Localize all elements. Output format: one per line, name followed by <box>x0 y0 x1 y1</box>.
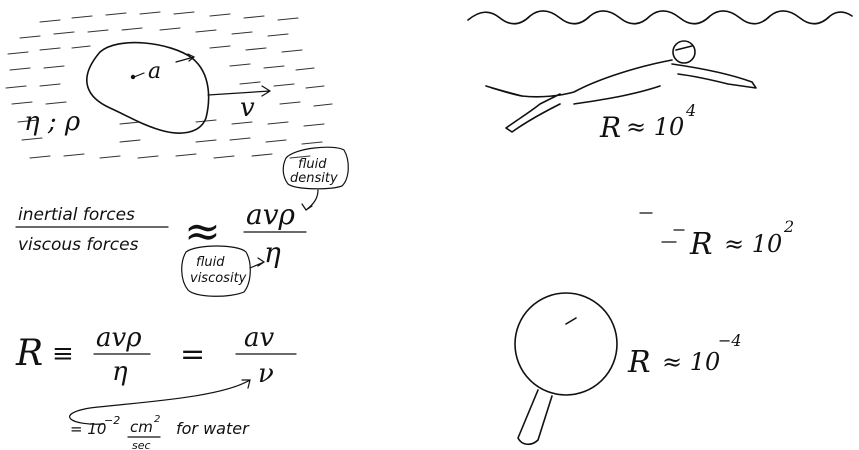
approx-symbol: ≈ <box>184 206 221 257</box>
svg-text:−4: −4 <box>718 331 742 350</box>
svg-text:R: R <box>689 227 713 262</box>
viscosity-note-box <box>181 245 251 297</box>
svg-text:−2: −2 <box>104 414 120 427</box>
eq-numerator-2: av <box>244 323 275 353</box>
svg-text:sec: sec <box>132 439 151 450</box>
svg-text:≈ 10: ≈ 10 <box>724 230 782 258</box>
svg-text:2: 2 <box>783 217 794 236</box>
magnifying-glass-icon <box>514 292 618 446</box>
immersed-body <box>86 41 210 134</box>
water-surface <box>467 10 853 25</box>
equiv-symbol: ≡ <box>52 339 74 369</box>
fish-reynolds: R ≈ 10 2 <box>689 217 794 262</box>
svg-text:cm: cm <box>130 418 153 436</box>
viscosity-note-line2: viscosity <box>190 271 247 286</box>
density-note-arrow <box>301 189 319 211</box>
svg-text:R: R <box>599 111 621 144</box>
inertial-forces-label: inertial forces <box>18 205 135 225</box>
eq-denominator-2: ν <box>258 359 274 389</box>
swimmer-figure <box>485 40 757 133</box>
ratio-numerator: avρ <box>246 198 296 231</box>
eq-numerator-1: avρ <box>96 323 142 353</box>
radius-label: a <box>148 59 161 84</box>
small-fish <box>639 212 685 243</box>
swimmer-reynolds: R ≈ 10 4 <box>599 101 696 144</box>
density-note-line2: density <box>290 171 338 186</box>
svg-text:for water: for water <box>176 419 250 438</box>
fluid-props-label: η ; ρ <box>24 107 81 137</box>
body-center-dot <box>130 74 136 80</box>
svg-text:≈ 10: ≈ 10 <box>626 113 684 141</box>
svg-text:R: R <box>627 345 651 380</box>
fluid-dashes <box>5 11 333 159</box>
viscosity-note-line1: fluid <box>196 255 225 270</box>
bacterium-reynolds: R ≈ 10 −4 <box>627 331 742 380</box>
velocity-arrow <box>207 85 272 97</box>
reynolds-symbol: R <box>15 333 43 374</box>
svg-text:= 10: = 10 <box>70 420 106 438</box>
ratio-denominator: η <box>264 236 281 269</box>
svg-text:4: 4 <box>685 101 696 120</box>
eq-denominator-1: η <box>112 357 128 387</box>
svg-text:≈ 10: ≈ 10 <box>662 348 720 376</box>
density-note-line1: fluid <box>298 157 327 172</box>
kinematic-value: = 10 −2 cm 2 sec for water <box>70 414 250 450</box>
radius-arrow <box>133 53 196 78</box>
velocity-label: v <box>240 93 255 123</box>
viscosity-note-arrow <box>249 257 266 269</box>
svg-text:2: 2 <box>154 414 160 425</box>
density-note-box <box>282 146 349 190</box>
kinematic-arrow <box>68 379 251 425</box>
equals-symbol: = <box>180 337 205 372</box>
viscous-forces-label: viscous forces <box>18 235 139 255</box>
